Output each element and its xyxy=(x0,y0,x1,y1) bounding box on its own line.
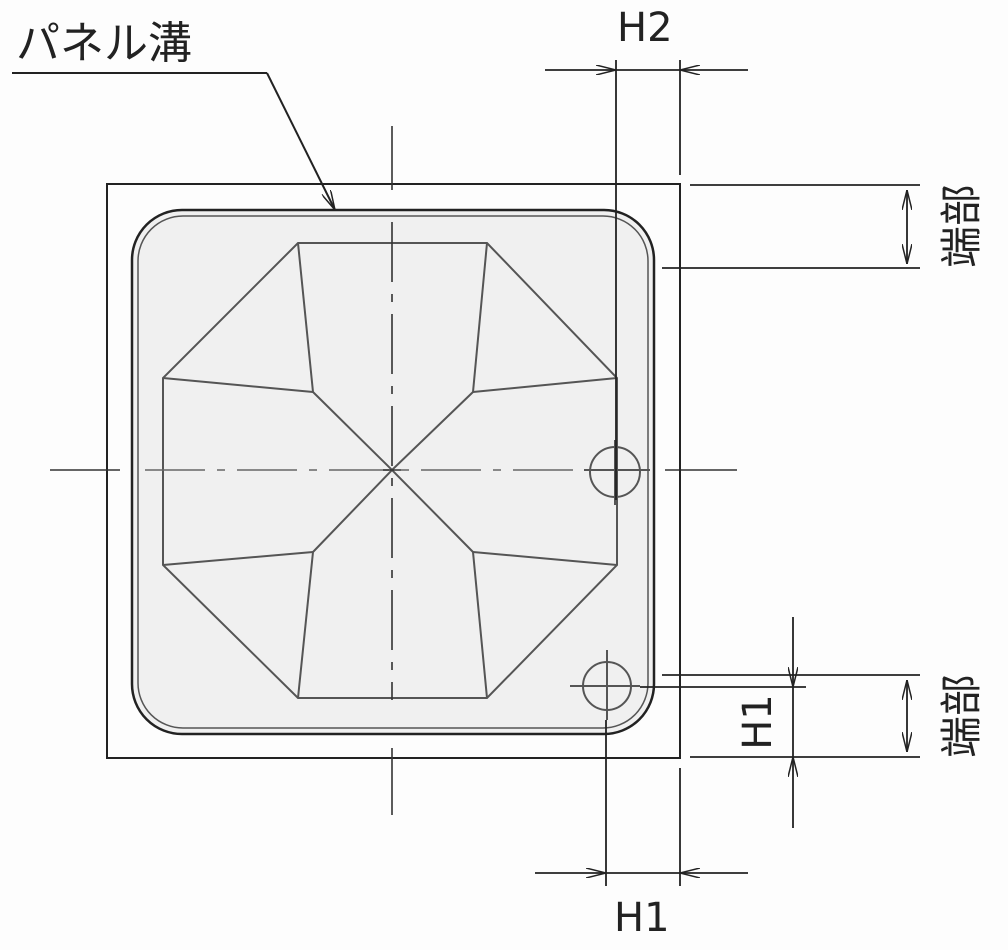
h1-vertical-dimension xyxy=(640,617,806,828)
hole-right xyxy=(584,440,650,505)
h2-dimension xyxy=(545,60,748,500)
panel-groove-leader xyxy=(12,72,336,210)
h1-side-label: H1 xyxy=(734,694,781,750)
hole-bottom-right xyxy=(570,650,640,720)
edge-top-dimension xyxy=(662,184,920,269)
h1-bottom-label: H1 xyxy=(614,895,670,941)
center-lines xyxy=(50,126,737,815)
h2-label: H2 xyxy=(617,5,673,51)
edge-bottom-label: 端部 xyxy=(937,673,987,759)
edge-top-label: 端部 xyxy=(937,183,987,269)
panel-groove-label: パネル溝 xyxy=(16,18,192,69)
h1-horizontal-dimension xyxy=(535,720,748,886)
